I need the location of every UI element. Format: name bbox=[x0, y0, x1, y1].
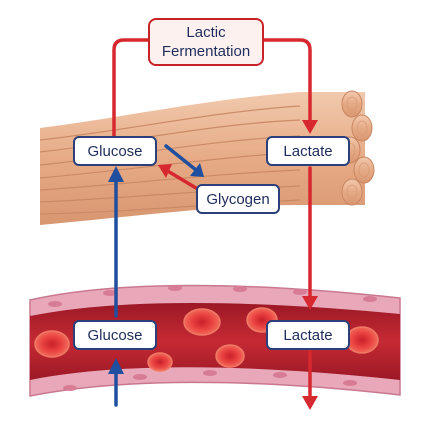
glucose-glycogen-arrows bbox=[158, 144, 204, 190]
process-label-line1: Lactic bbox=[186, 24, 226, 41]
fermentation-to-lactate-arrow bbox=[260, 38, 312, 122]
muscle-lactate-label: Lactate bbox=[266, 136, 350, 166]
lactic-fermentation-label: Lactic Fermentation bbox=[148, 18, 264, 66]
glycogen-label: Glycogen bbox=[196, 184, 280, 214]
glucose-to-glycogen-arrow bbox=[164, 144, 198, 172]
arrowhead-lactate-down-2 bbox=[302, 296, 318, 310]
red-blood-cells bbox=[34, 307, 379, 372]
arrowhead-glucose-up-2 bbox=[108, 358, 124, 374]
process-label-line2: Fermentation bbox=[161, 43, 251, 60]
blood-lactate-label: Lactate bbox=[266, 320, 350, 350]
glycogen-to-glucose-arrow bbox=[164, 168, 198, 190]
arrowhead-lactate-down-1 bbox=[302, 120, 318, 134]
muscle-glucose-label: Glucose bbox=[73, 136, 157, 166]
lactate-pathway-arrows bbox=[112, 38, 312, 400]
arrowhead-glucose-up-1 bbox=[108, 166, 124, 182]
arrowhead-lactate-down-3 bbox=[302, 396, 318, 410]
blood-glucose-label: Glucose bbox=[73, 320, 157, 350]
glucose-to-fermentation-arrow bbox=[112, 38, 152, 138]
